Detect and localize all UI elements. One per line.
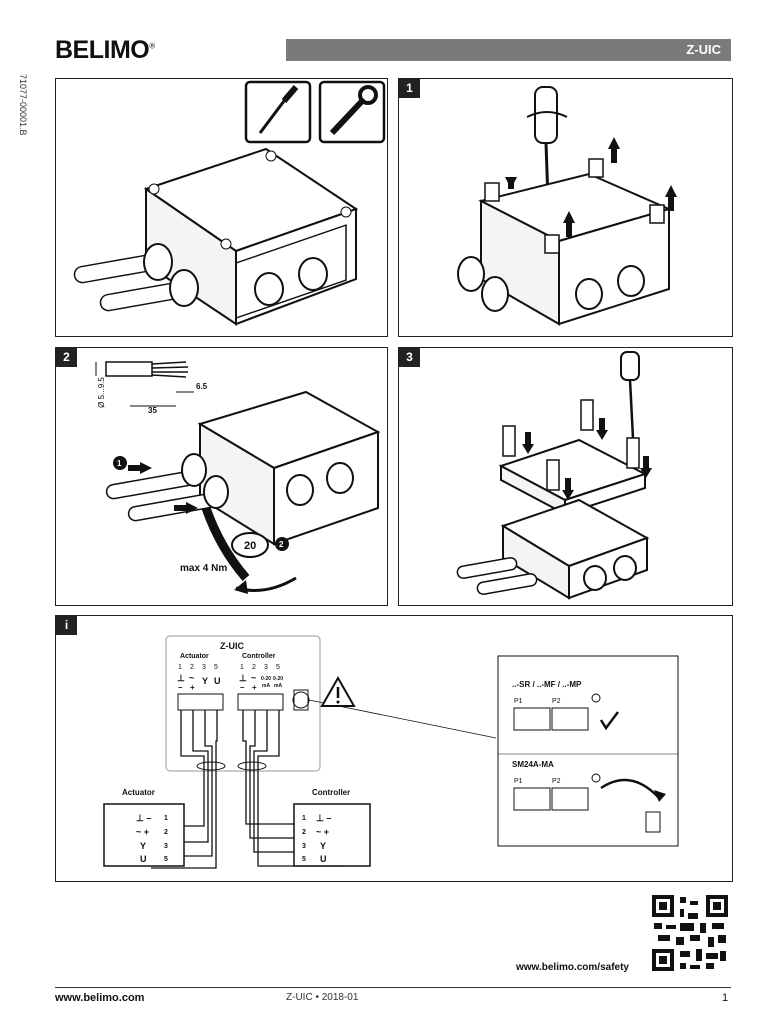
actuator-row-1-num: 1 xyxy=(164,815,168,822)
panel-step-2: Ø 5...9.5 35 6.5 20 1 2 max 4 Nm 2 xyxy=(55,347,388,606)
wiring-diagram xyxy=(103,635,679,869)
actuator-row-3-sym: Y xyxy=(140,841,147,851)
strip-end-label: 6.5 xyxy=(196,382,208,391)
panel-wiring-info: i Z-UIC Actuator Controller 1 2 3 5 ⊥ ~ … xyxy=(55,615,733,882)
ctl-sym-ac: ~ xyxy=(251,673,257,683)
act-sym-ac: ~ xyxy=(189,673,195,683)
step3-illustration xyxy=(456,351,652,600)
panel-step-1: 1 xyxy=(398,78,733,337)
actuator-row-2-num: 2 xyxy=(164,829,168,836)
ctl-sub-minus: – xyxy=(240,683,245,692)
actuator-header: Actuator xyxy=(180,653,209,660)
ctl-term-2: 2 xyxy=(252,664,256,671)
ctl-sub-ma-y: mA xyxy=(262,683,271,689)
act-sub-plus: + xyxy=(190,683,195,692)
step-3-tag: 3 xyxy=(399,348,420,367)
torque-label: max 4 Nm xyxy=(180,563,228,574)
controller-row-5-num: 5 xyxy=(302,856,306,863)
callout-1-label: 1 xyxy=(117,459,122,468)
inset2-p2: P2 xyxy=(552,778,561,785)
screwdriver-icon xyxy=(244,80,312,144)
footer-doc-id: Z-UIC • 2018-01 xyxy=(286,992,359,1003)
actuator-row-2-sym: ~ + xyxy=(136,827,150,837)
callout-1-badge xyxy=(113,456,127,470)
controller-row-2-sym: ~ + xyxy=(316,827,330,837)
callout-2-badge xyxy=(275,537,289,551)
strip-length-label: 35 xyxy=(148,406,157,415)
ctl-term-1: 1 xyxy=(240,664,244,671)
actuator-row-1-sym: ⊥ – xyxy=(136,813,152,823)
ctl-sym-gnd: ⊥ xyxy=(239,673,247,683)
controller-row-1-sym: ⊥ – xyxy=(316,813,332,823)
down-arrow-icon xyxy=(522,418,652,500)
step2-illustration xyxy=(95,361,381,594)
panel-overview xyxy=(55,78,388,337)
controller-header: Controller xyxy=(242,653,276,660)
product-title: Z-UIC xyxy=(686,42,721,57)
step1-illustration xyxy=(457,86,677,326)
safety-link[interactable]: www.belimo.com/safety xyxy=(516,962,629,973)
product-banner: Z-UIC xyxy=(286,39,731,61)
wrench-size-label: 20 xyxy=(244,540,257,552)
controller-row-3-num: 3 xyxy=(302,843,306,850)
footer-divider xyxy=(55,987,731,988)
ctl-term-5: 5 xyxy=(276,664,280,671)
panel-step-3: 3 xyxy=(398,347,733,606)
controller-row-3-sym: Y xyxy=(320,841,327,851)
act-sym-gnd: ⊥ xyxy=(177,673,185,683)
actuator-row-3-num: 3 xyxy=(164,843,168,850)
ctl-sym-u-range: 0-20 xyxy=(273,676,284,682)
up-arrow-icon xyxy=(505,177,517,189)
act-term-1: 1 xyxy=(178,664,182,671)
inset-label-sm24a: SM24A-MA xyxy=(512,760,554,769)
diameter-label: Ø 5...9.5 xyxy=(96,377,106,408)
inset2-p1: P1 xyxy=(514,778,523,785)
overview-illustration xyxy=(73,80,386,326)
inset1-p2: P2 xyxy=(552,698,561,705)
zuic-box-title: Z-UIC xyxy=(220,641,244,651)
actuator-box-title: Actuator xyxy=(122,788,155,797)
qr-code-icon[interactable] xyxy=(650,893,730,973)
checkmark-icon xyxy=(599,711,619,731)
act-term-5: 5 xyxy=(214,664,218,671)
controller-row-1-num: 1 xyxy=(302,815,306,822)
document-number: 71077-00001.B xyxy=(18,74,28,136)
callout-2-label: 2 xyxy=(279,540,284,549)
act-term-3: 3 xyxy=(202,664,206,671)
act-sym-u: U xyxy=(214,676,221,686)
actuator-row-5-sym: U xyxy=(140,854,147,864)
step-1-tag: 1 xyxy=(399,79,420,98)
act-sub-minus: – xyxy=(178,683,183,692)
controller-box-title: Controller xyxy=(312,788,351,797)
controller-row-5-sym: U xyxy=(320,854,327,864)
jumper-icon xyxy=(645,811,661,833)
ctl-sub-ma-u: mA xyxy=(274,683,283,689)
step-2-tag: 2 xyxy=(56,348,77,367)
footer-website-link[interactable]: www.belimo.com xyxy=(55,992,145,1004)
rotate-arrow-icon xyxy=(526,111,568,118)
inset-label-sr-mf-mp: ..-SR / ..-MF / ..-MP xyxy=(512,680,582,689)
ctl-term-3: 3 xyxy=(264,664,268,671)
belimo-logo: BELIMO® xyxy=(55,36,155,64)
act-sym-y: Y xyxy=(202,676,209,686)
page-number: 1 xyxy=(722,992,729,1004)
act-term-2: 2 xyxy=(190,664,194,671)
ctl-sym-y-range: 0-20 xyxy=(261,676,272,682)
controller-row-2-num: 2 xyxy=(302,829,306,836)
actuator-row-5-num: 5 xyxy=(164,856,168,863)
inset1-p1: P1 xyxy=(514,698,523,705)
wrench-size-badge xyxy=(231,532,269,558)
ctl-sub-plus: + xyxy=(252,683,257,692)
info-tag: i xyxy=(56,616,77,635)
